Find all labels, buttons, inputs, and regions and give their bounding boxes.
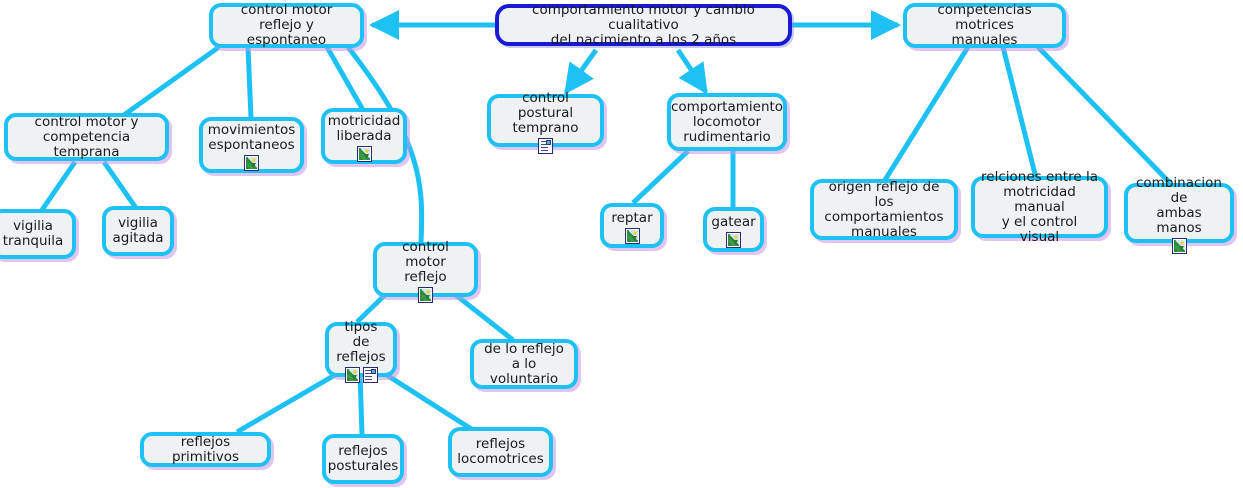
- node-icons: [244, 154, 259, 171]
- node-icons: [624, 227, 640, 244]
- node-icons: [418, 286, 433, 303]
- node-origen-reflejo-comportamientos-manuales[interactable]: origen reflejo de los comportamientos ma…: [810, 179, 958, 240]
- document-icon[interactable]: [538, 137, 553, 154]
- edge-tdr-to-reflejos-primitivos: [235, 369, 342, 435]
- node-label: de lo reflejo a lo voluntario: [484, 340, 564, 387]
- edge-root-to-comportamiento-locomotor-rudimentario: [675, 48, 709, 95]
- node-label: comportamiento motor y cambio cualitativ…: [532, 1, 755, 48]
- node-competencias-motrices-manuales[interactable]: competencias motrices manuales: [903, 3, 1066, 48]
- node-motricidad-liberada[interactable]: motricidad liberada: [321, 108, 407, 164]
- node-relciones-motricidad-control-visual[interactable]: relciones entre la motricidad manual y e…: [971, 169, 1108, 244]
- node-movimientos-espontaneos[interactable]: movimientos espontaneos: [199, 117, 304, 173]
- edge-cmre-to-movimientos-espontaneos: [245, 46, 254, 119]
- node-icons: [356, 145, 372, 162]
- picture-icon[interactable]: [244, 154, 259, 171]
- edge-cmm-to-combinacion: [1036, 45, 1172, 185]
- node-icons: [344, 366, 378, 383]
- picture-icon[interactable]: [624, 227, 640, 244]
- picture-icon[interactable]: [356, 145, 372, 162]
- node-control-motor-reflejo-espontaneo[interactable]: control motor reflejo y espontaneo: [209, 3, 364, 48]
- node-label: vigilia agitada: [112, 215, 164, 246]
- node-label: origen reflejo de los comportamientos ma…: [824, 178, 944, 240]
- node-vigilia-agitada[interactable]: vigilia agitada: [102, 206, 174, 256]
- edge-root-to-control-postural-temprano: [563, 48, 599, 95]
- node-icons: [1171, 237, 1187, 254]
- node-label: movimientos espontaneos: [207, 121, 296, 153]
- node-root[interactable]: comportamiento motor y cambio cualitativ…: [495, 1, 792, 48]
- node-label: gatear: [711, 213, 756, 230]
- node-label: control motor y competencia temprana: [34, 113, 139, 160]
- node-label: tipos de reflejos: [336, 318, 386, 365]
- node-label: reflejos posturales: [327, 443, 399, 474]
- node-label: control postural temprano: [512, 89, 579, 136]
- picture-icon[interactable]: [726, 231, 741, 248]
- node-control-postural-temprano[interactable]: control postural temprano: [487, 89, 604, 154]
- node-label: vigilia tranquila: [2, 218, 64, 249]
- node-combinacion-ambas-manos[interactable]: combinacion de ambas manos: [1124, 175, 1234, 254]
- node-label: motricidad liberada: [327, 112, 401, 144]
- node-tipos-de-reflejos[interactable]: tipos de reflejos: [325, 318, 397, 383]
- node-control-motor-reflejo[interactable]: control motor reflejo: [373, 238, 478, 303]
- node-label: reptar: [611, 209, 653, 226]
- node-icons: [538, 137, 553, 154]
- node-control-motor-competencia-temprana[interactable]: control motor y competencia temprana: [4, 113, 169, 161]
- node-label: control motor reflejo y espontaneo: [240, 2, 333, 48]
- node-label: competencias motrices manuales: [937, 2, 1032, 48]
- edge-cmct-to-vigilia-agitada: [101, 160, 139, 210]
- edge-cmm-to-relciones: [1000, 46, 1039, 179]
- node-label: reflejos locomotrices: [457, 436, 544, 467]
- edge-cmm-to-origen-reflejo: [882, 45, 971, 182]
- node-de-lo-reflejo-a-lo-voluntario[interactable]: de lo reflejo a lo voluntario: [470, 339, 578, 389]
- edge-cmct-to-vigilia-tranquila: [39, 160, 78, 212]
- node-label: relciones entre la motricidad manual y e…: [981, 168, 1098, 245]
- edge-clr-to-reptar: [631, 149, 690, 205]
- picture-icon[interactable]: [418, 286, 433, 303]
- node-icons: [726, 231, 741, 248]
- node-reflejos-primitivos[interactable]: reflejos primitivos: [140, 432, 271, 467]
- edge-cmre-to-motricidad-liberada: [324, 45, 366, 112]
- picture-icon[interactable]: [1171, 237, 1187, 254]
- node-label: combinacion de ambas manos: [1136, 174, 1222, 236]
- node-label: control motor reflejo: [402, 238, 449, 285]
- node-reptar[interactable]: reptar: [600, 203, 664, 248]
- node-label: comportamiento locomotor rudimentario: [670, 98, 784, 145]
- node-reflejos-locomotrices[interactable]: reflejos locomotrices: [448, 427, 553, 477]
- node-vigilia-tranquila[interactable]: vigilia tranquila: [0, 209, 76, 259]
- edge-cmr-to-de-lo-reflejo: [450, 290, 515, 342]
- edge-cmre-to-control-motor-competencia-temprana: [122, 44, 221, 118]
- picture-icon[interactable]: [344, 366, 360, 383]
- edge-tdr-to-reflejos-locomotrices: [380, 369, 478, 435]
- node-label: reflejos primitivos: [171, 433, 240, 465]
- edge-tdr-to-reflejos-posturales: [357, 373, 365, 435]
- node-comportamiento-locomotor-rudimentario[interactable]: comportamiento locomotor rudimentario: [667, 93, 787, 151]
- document-icon[interactable]: [362, 366, 378, 383]
- node-reflejos-posturales[interactable]: reflejos posturales: [322, 434, 404, 484]
- node-gatear[interactable]: gatear: [703, 207, 764, 252]
